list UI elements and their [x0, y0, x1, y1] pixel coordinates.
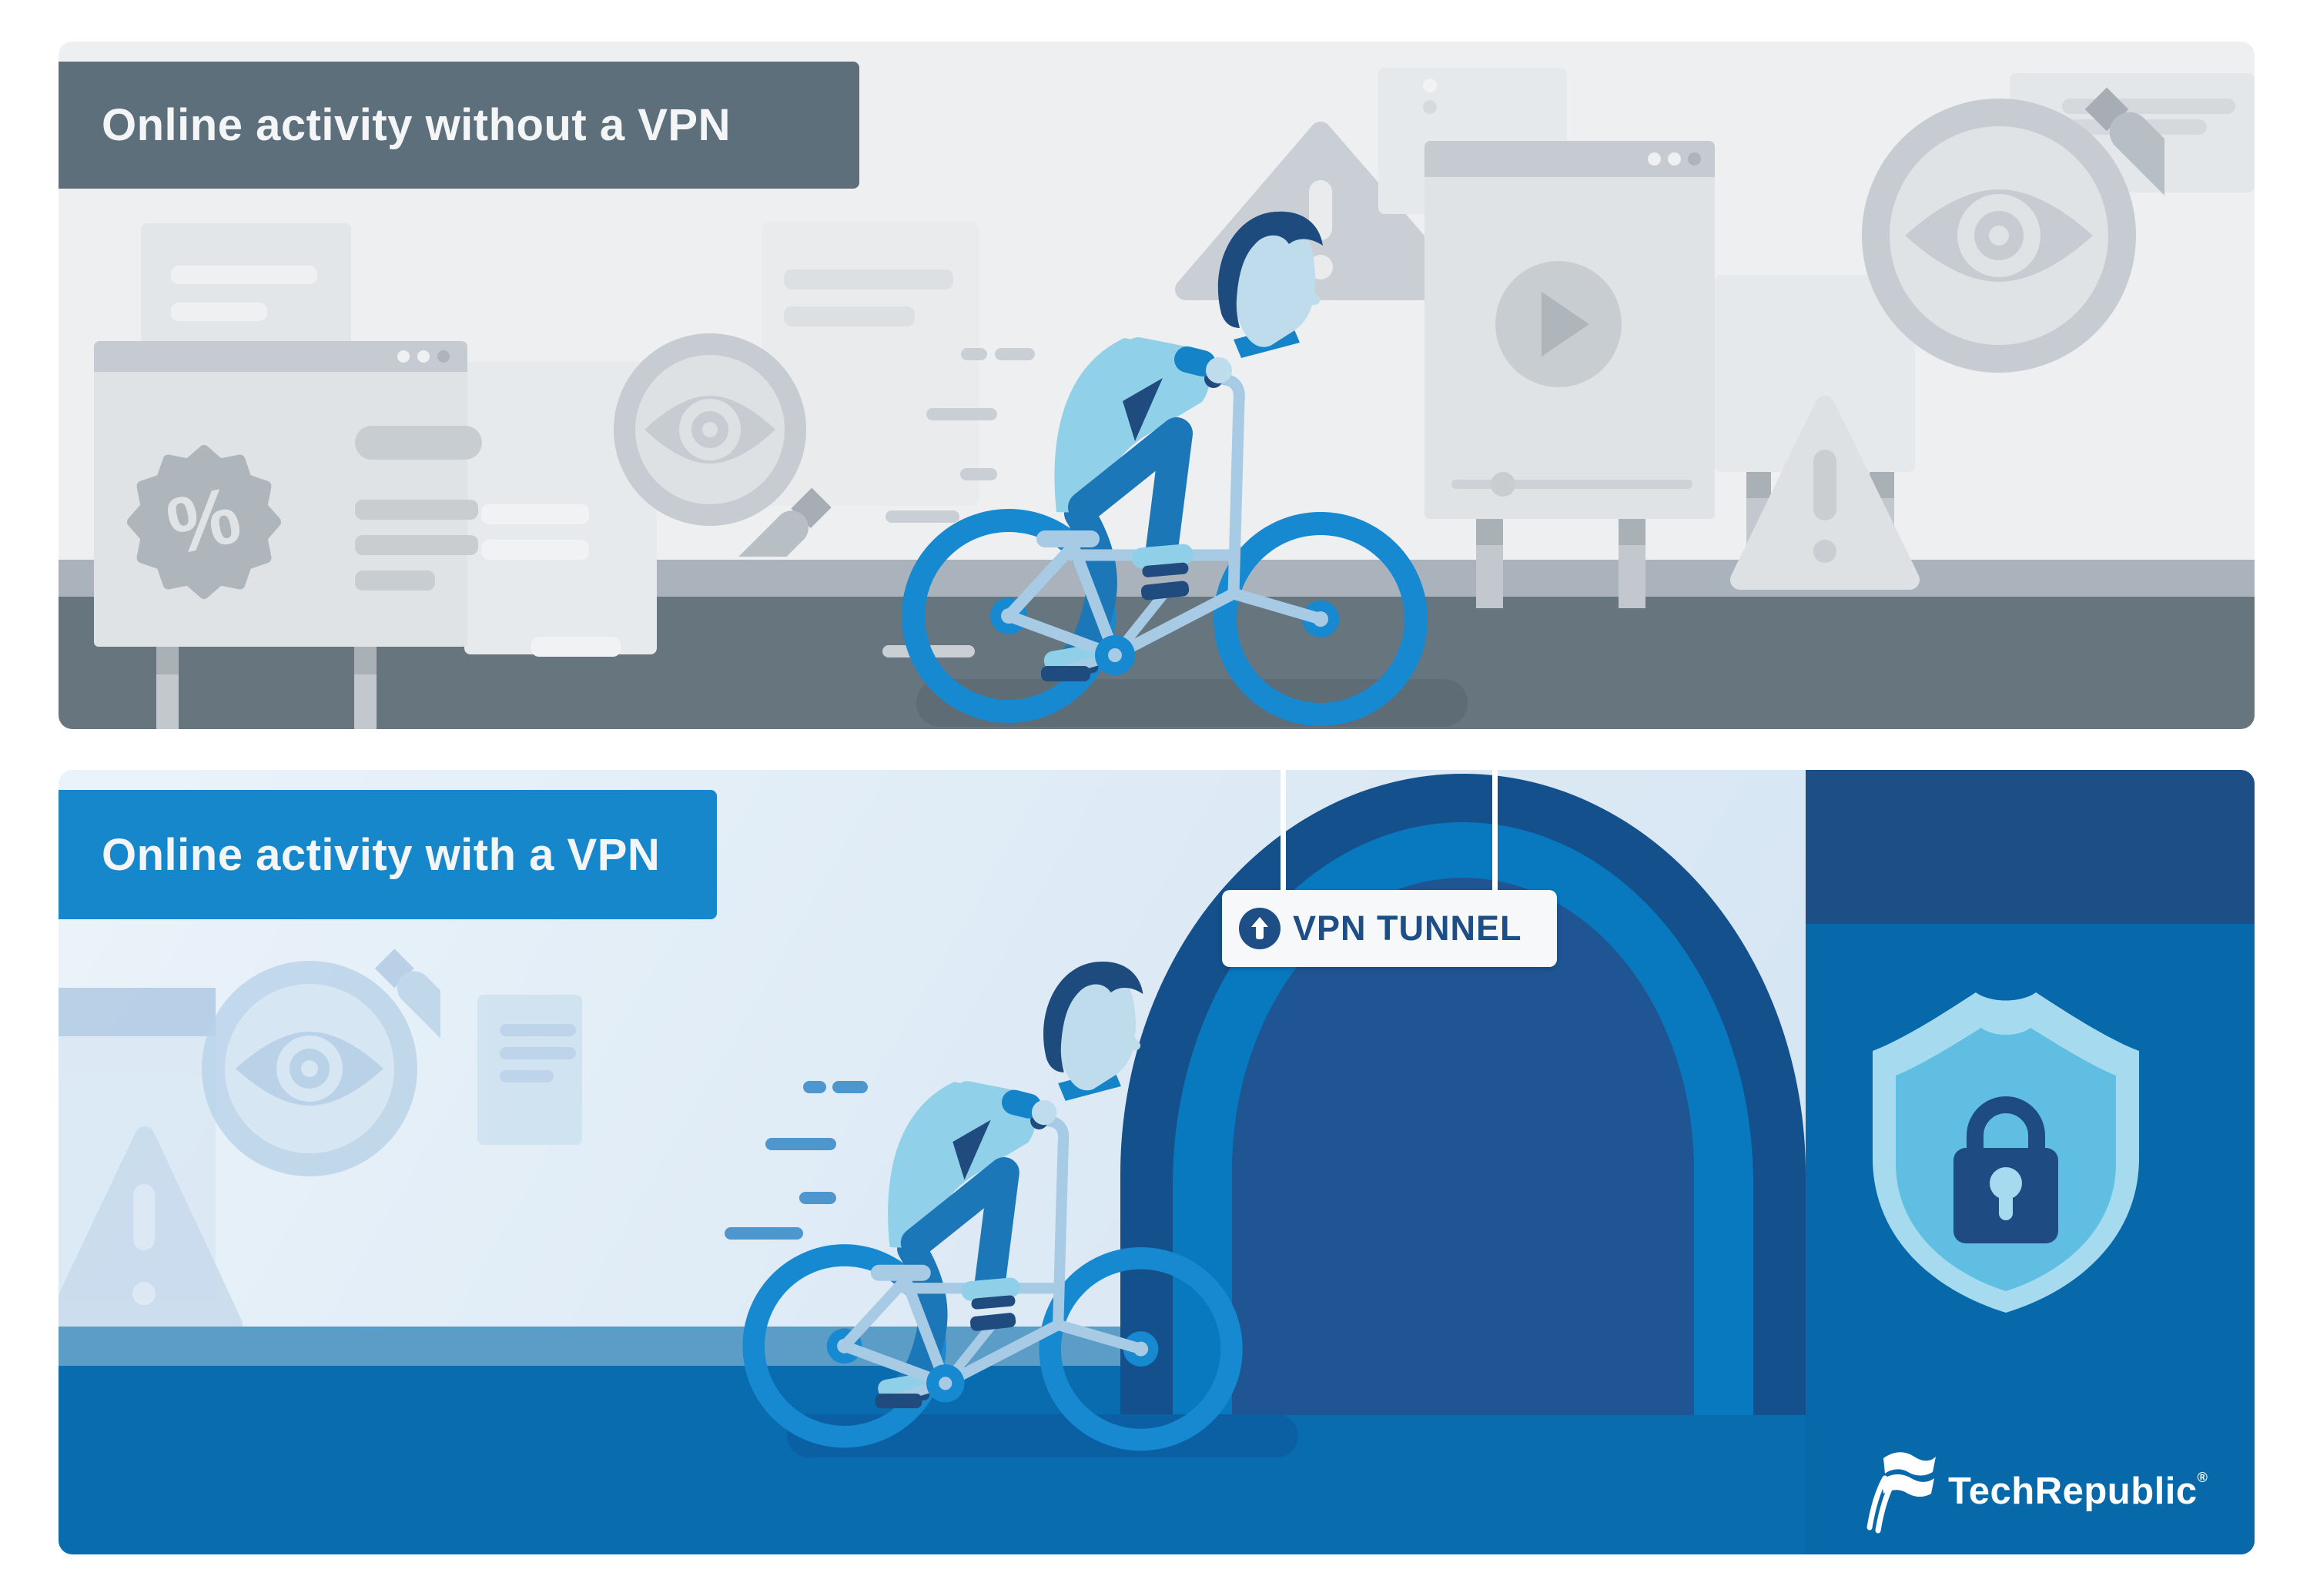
tunnel-wall-top	[1806, 770, 2255, 924]
flag-icon	[1866, 1452, 1936, 1534]
tunnel-sign-label: VPN TUNNEL	[1293, 908, 1522, 948]
speed-line	[765, 1138, 836, 1150]
cyclist	[878, 199, 1502, 729]
sign-hanger	[1492, 770, 1498, 895]
warning-triangle-icon	[59, 1126, 243, 1334]
speed-line	[725, 1227, 803, 1240]
vpn-tunnel-sign: VPN TUNNEL	[1222, 890, 1557, 967]
speed-line	[960, 468, 997, 480]
speed-line	[799, 1192, 836, 1204]
logo-text: TechRepublic®	[1948, 1470, 2208, 1512]
panel-title: Online activity without a VPN	[102, 100, 731, 150]
techrepublic-logo: TechRepublic®	[1860, 1449, 2208, 1534]
banner-without-vpn: Online activity without a VPN	[59, 62, 859, 189]
up-arrow-icon	[1239, 908, 1281, 949]
speed-line	[886, 510, 959, 523]
vpn-tunnel-opening	[1232, 878, 1694, 1415]
speed-line	[803, 1081, 826, 1093]
panel-with-vpn: VPN TUNNEL TechRepublic® O	[59, 770, 2255, 1554]
speed-line	[995, 348, 1035, 360]
magnifier-eye-icon	[614, 333, 832, 557]
speed-line	[832, 1081, 868, 1093]
shield-lock-icon	[1873, 992, 2139, 1313]
percent-badge-icon: %	[127, 445, 281, 599]
banner-with-vpn: Online activity with a VPN	[59, 790, 717, 919]
sign-hanger	[1281, 770, 1286, 895]
speed-line	[926, 408, 997, 420]
speed-line	[961, 348, 987, 360]
panel-title: Online activity with a VPN	[102, 829, 661, 880]
magnifier-eye-icon	[202, 949, 440, 1176]
faded-window	[477, 995, 582, 1145]
warning-triangle-icon	[1730, 396, 1920, 590]
magnifier-eye-icon	[1862, 87, 2164, 373]
progress-knob	[1491, 472, 1515, 497]
panel-without-vpn: %	[59, 42, 2255, 729]
cyclist	[720, 950, 1313, 1455]
